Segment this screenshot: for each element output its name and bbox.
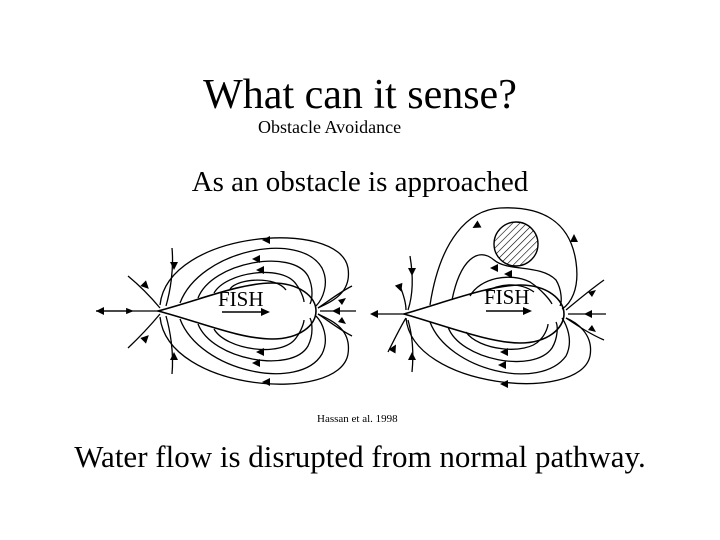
field-line bbox=[165, 247, 174, 307]
field-line bbox=[159, 313, 350, 385]
fish-body-left bbox=[154, 282, 317, 340]
field-line bbox=[127, 275, 161, 309]
fish-label-left: FISH bbox=[218, 287, 264, 311]
fish-direction-arrow-left bbox=[222, 308, 270, 316]
field-line bbox=[405, 317, 592, 385]
field-line bbox=[197, 260, 313, 305]
field-line bbox=[387, 317, 407, 353]
field-line bbox=[317, 285, 353, 309]
field-line bbox=[447, 321, 558, 363]
section-heading: As an obstacle is approached bbox=[191, 166, 529, 198]
field-line bbox=[485, 284, 535, 293]
field-line bbox=[565, 279, 605, 311]
field-line bbox=[127, 313, 161, 349]
field-line bbox=[465, 323, 549, 350]
field-line bbox=[429, 207, 578, 310]
field-line bbox=[565, 317, 605, 341]
right-flow-arrows bbox=[370, 220, 596, 388]
slide-subtitle: Obstacle Avoidance bbox=[258, 117, 402, 137]
field-line bbox=[159, 237, 350, 309]
fish-direction-arrow-right bbox=[486, 307, 532, 315]
slide-title: What can it sense? bbox=[203, 72, 517, 118]
field-line bbox=[429, 317, 570, 375]
field-line bbox=[407, 319, 414, 373]
field-line bbox=[179, 247, 326, 307]
field-line bbox=[451, 254, 562, 307]
field-line bbox=[317, 313, 353, 337]
field-line bbox=[197, 317, 313, 362]
field-line bbox=[179, 315, 326, 375]
obstacle bbox=[493, 221, 539, 267]
field-line bbox=[165, 315, 174, 375]
field-line bbox=[213, 319, 305, 351]
left-flow-panel bbox=[96, 237, 356, 385]
slide-caption: Water flow is disrupted from normal path… bbox=[74, 439, 646, 474]
field-line bbox=[213, 271, 305, 303]
field-line bbox=[469, 276, 553, 305]
fish-label-right: FISH bbox=[484, 285, 530, 309]
right-flow-panel bbox=[372, 207, 606, 385]
figure-citation: Hassan et al. 1998 bbox=[317, 413, 398, 425]
fish-body-right bbox=[401, 284, 565, 344]
left-flow-arrows bbox=[96, 236, 346, 386]
field-line bbox=[407, 255, 413, 311]
field-line bbox=[229, 279, 287, 291]
